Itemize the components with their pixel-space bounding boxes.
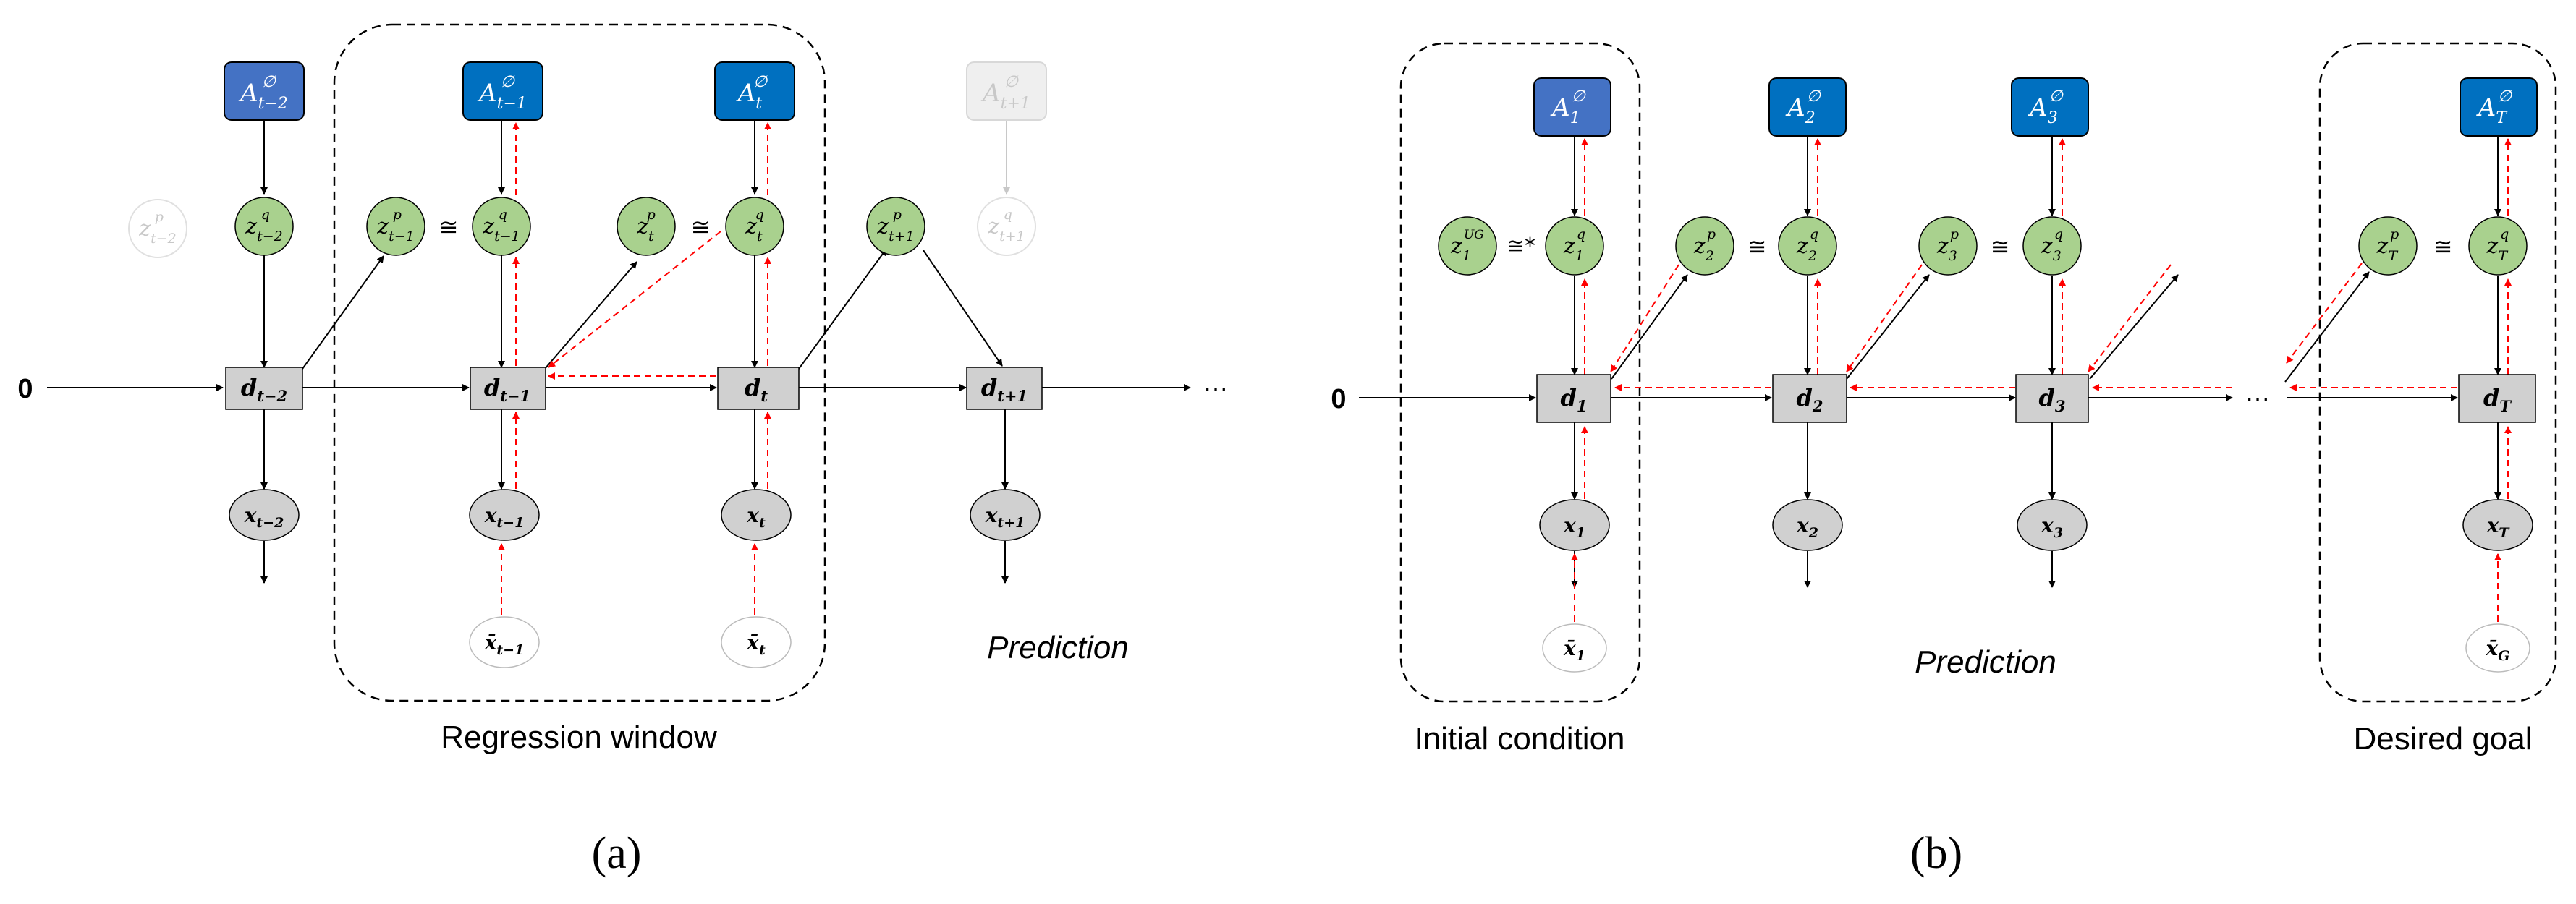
- a-node-1: A1∅: [1533, 77, 1611, 137]
- x-node-1: x1: [1539, 499, 1610, 551]
- x-node-t+1: xt+1: [970, 489, 1041, 541]
- zp-node-T: zTp: [2358, 216, 2418, 276]
- svg-text:x1: x1: [1563, 513, 1585, 541]
- a-node-t: At∅: [714, 61, 795, 121]
- approx-symbol: ≅: [1991, 233, 2010, 260]
- zp-node-2: z2p: [1675, 216, 1734, 276]
- panel-a: At−2∅ At−1∅ At∅ At+1∅ zt−2p zt−1p ztp: [17, 23, 1228, 878]
- svg-text:d2: d2: [1797, 384, 1823, 415]
- x-node-t: xt: [721, 489, 792, 541]
- zp-node-t-2: zt−2p: [128, 199, 187, 258]
- svg-text:At−2∅: At−2∅: [238, 73, 288, 113]
- approx-star-symbol: ≅*: [1507, 234, 1535, 259]
- x-node-3: x3: [2017, 499, 2088, 551]
- panel-b-black-arrows: [1359, 136, 2501, 588]
- x-node-t-2: xt−2: [229, 489, 300, 541]
- regression-window-label: Regression window: [441, 720, 717, 755]
- d-node-t-1: dt−1: [470, 367, 546, 410]
- initial-condition-label: Initial condition: [1414, 721, 1624, 756]
- xbar-node-G: x̄G: [2465, 623, 2530, 673]
- ellipsis: ···: [2245, 385, 2270, 412]
- prediction-label: Prediction: [987, 630, 1129, 665]
- a-node-3: A3∅: [2011, 77, 2089, 137]
- svg-text:d1: d1: [1561, 384, 1588, 415]
- panel-b-label: (b): [1910, 829, 1962, 878]
- prediction-label: Prediction: [1915, 644, 2056, 680]
- d-node-1: d1: [1536, 374, 1611, 423]
- panel-a-red-arrows: [498, 122, 771, 615]
- regression-window-box: [333, 23, 826, 702]
- ellipsis: ···: [1203, 375, 1228, 402]
- svg-text:dt−2: dt−2: [241, 374, 287, 405]
- a-node-t-2: At−2∅: [224, 61, 305, 121]
- initial-condition-box: [1399, 42, 1641, 703]
- zp-node-t+1: zt+1p: [866, 197, 925, 256]
- a-node-t-1: At−1∅: [462, 61, 543, 121]
- zq-node-3: z3q: [2022, 216, 2082, 276]
- a-node-t+1: At+1∅: [966, 61, 1047, 121]
- desired-goal-box: [2318, 42, 2557, 703]
- xbar-node-t: x̄t: [721, 616, 792, 668]
- desired-goal-label: Desired goal: [2353, 721, 2532, 756]
- svg-text:xT: xT: [2486, 513, 2511, 541]
- a-node-T: AT∅: [2460, 77, 2538, 137]
- approx-symbol: ≅: [2433, 233, 2453, 260]
- svg-text:dt: dt: [745, 374, 768, 405]
- d-node-t-2: dt−2: [225, 367, 303, 410]
- approx-symbol: ≅: [439, 213, 459, 241]
- zp-node-t: ztp: [617, 197, 676, 256]
- zq-node-t-1: zt−1q: [472, 197, 531, 256]
- d3-to-zp-arrow: [2089, 274, 2179, 380]
- x-node-t-1: xt−1: [469, 489, 540, 541]
- panel-b-red-arrows: [1571, 138, 2512, 622]
- panel-a-label: (a): [592, 829, 642, 878]
- zp-node-t-1: zt−1p: [366, 197, 425, 256]
- approx-symbol: ≅: [1747, 233, 1767, 260]
- zero-label: 0: [1331, 384, 1346, 414]
- d-node-t+1: dt+1: [966, 367, 1043, 410]
- xbar-node-t-1: x̄t−1: [469, 616, 540, 668]
- zq-node-t-2: zt−2q: [234, 197, 294, 256]
- x-node-2: x2: [1772, 499, 1843, 551]
- zero-label: 0: [17, 374, 33, 404]
- panel-b: A1∅ A2∅ A3∅ AT∅ z1UG z2p z3p zTp: [1331, 42, 2557, 878]
- d-node-2: d2: [1772, 374, 1847, 423]
- a-node-2: A2∅: [1768, 77, 1847, 137]
- d-node-t: dt: [717, 367, 800, 410]
- zq-node-1: z1q: [1545, 216, 1604, 276]
- zq-node-t: ztq: [725, 197, 784, 256]
- x-node-T: xT: [2462, 499, 2533, 551]
- zug-node-1: z1UG: [1438, 216, 1497, 276]
- d-node-3: d3: [2015, 374, 2089, 423]
- panel-a-black-arrows: [47, 120, 1191, 584]
- zp-node-3: z3p: [1918, 216, 1978, 276]
- zq-node-T: zTq: [2468, 216, 2528, 276]
- d-node-T: dT: [2458, 374, 2536, 423]
- xbar-node-1: x̄1: [1542, 623, 1607, 673]
- approx-symbol: ≅: [691, 213, 711, 241]
- svg-text:AT∅: AT∅: [2476, 88, 2512, 127]
- zq-node-2: z2q: [1778, 216, 1837, 276]
- zq-node-t+1: zt+1q: [977, 197, 1036, 256]
